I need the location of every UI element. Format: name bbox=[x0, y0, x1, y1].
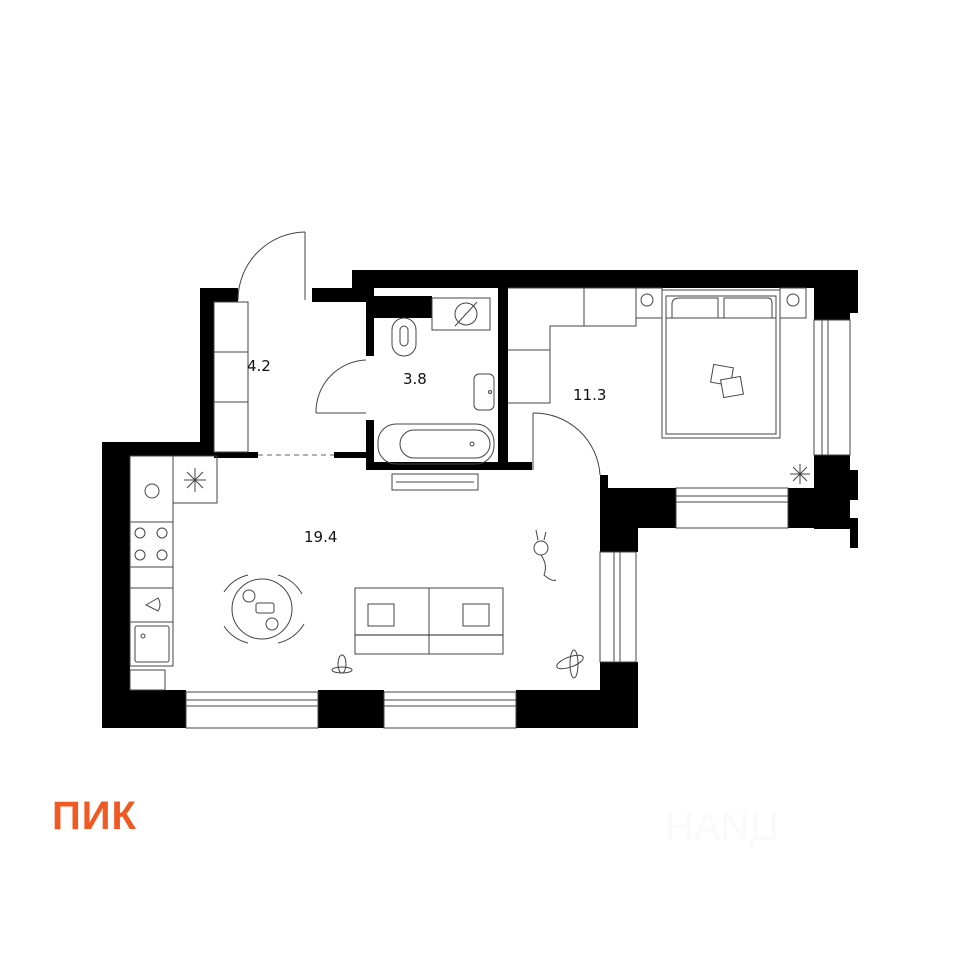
room-area-bedroom: 11.3 bbox=[573, 386, 606, 404]
plant-icon bbox=[331, 649, 584, 679]
hall-wardrobe bbox=[213, 301, 249, 453]
kitchen bbox=[129, 455, 218, 691]
toilet-icon bbox=[391, 317, 417, 357]
bathtub-icon bbox=[377, 423, 495, 465]
sink-icon bbox=[473, 373, 495, 411]
windows bbox=[185, 319, 851, 729]
plant-icon bbox=[790, 464, 810, 484]
room-area-bathroom: 3.8 bbox=[403, 370, 427, 388]
sofa bbox=[354, 587, 504, 655]
room-area-living-kitchen: 19.4 bbox=[304, 528, 337, 546]
doors bbox=[237, 231, 601, 476]
walls bbox=[102, 270, 858, 728]
watermark: ЦИАН bbox=[665, 805, 779, 849]
dining-table bbox=[223, 574, 305, 644]
cat-icon bbox=[533, 529, 557, 581]
bed-icon bbox=[661, 289, 781, 439]
fridge-icon bbox=[172, 455, 218, 504]
brand-logo: ПИК bbox=[52, 794, 137, 838]
bathroom-fixtures bbox=[377, 297, 495, 491]
room-area-hallway: 4.2 bbox=[247, 357, 271, 375]
bedroom-furniture bbox=[508, 287, 810, 484]
